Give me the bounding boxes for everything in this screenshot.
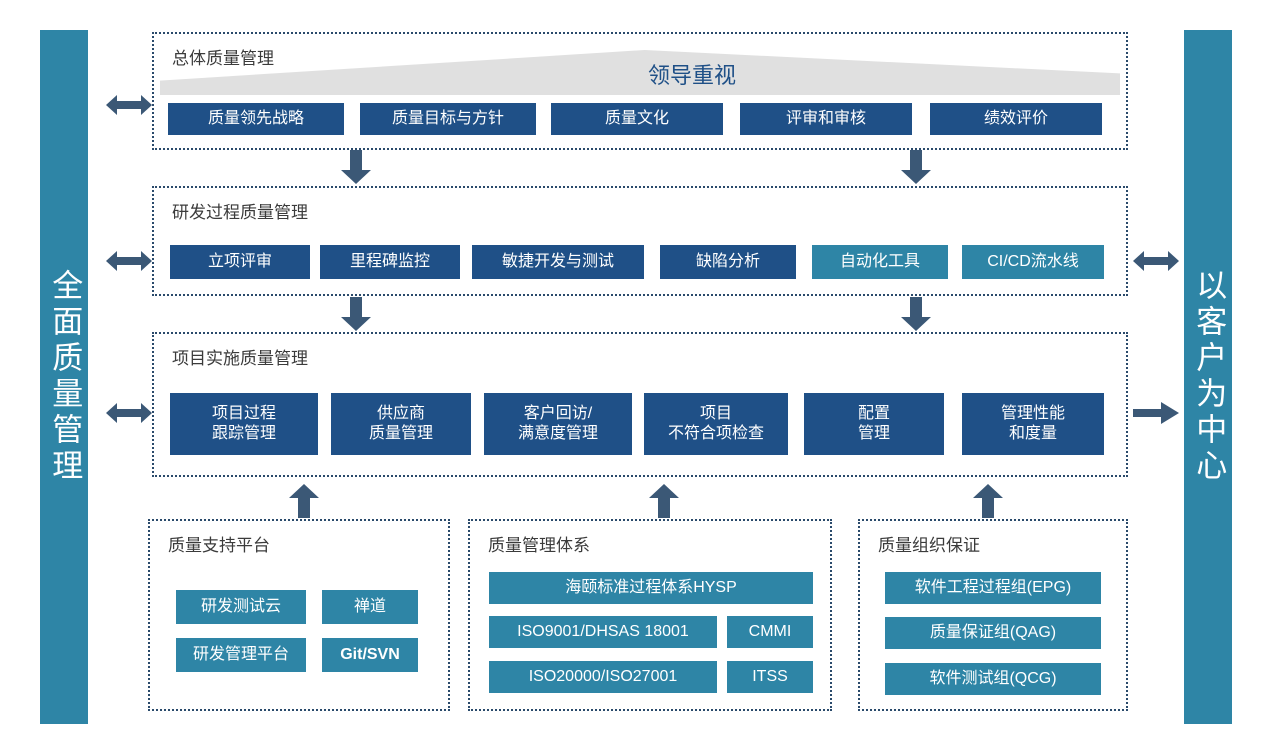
section-title-organization-assurance: 质量组织保证: [878, 536, 980, 555]
chip-automation-tools[interactable]: 自动化工具: [812, 245, 948, 279]
chip-quality-culture[interactable]: 质量文化: [551, 103, 723, 135]
chip-management-performance-metrics[interactable]: 管理性能 和度量: [962, 393, 1104, 455]
chip-iso20000-iso27001[interactable]: ISO20000/ISO27001: [489, 661, 717, 693]
sidebar-right-customer-centric: 以客户为中心: [1184, 30, 1232, 724]
chip-cmmi[interactable]: CMMI: [727, 616, 813, 648]
chip-configuration-management[interactable]: 配置 管理: [804, 393, 944, 455]
chip-zentao[interactable]: 禅道: [322, 590, 418, 624]
chip-hysp-standard-process[interactable]: 海颐标准过程体系HYSP: [489, 572, 813, 604]
arrow-overall-to-rd-left-icon: [340, 150, 372, 184]
chip-git-svn[interactable]: Git/SVN: [322, 638, 418, 672]
chip-supplier-quality-management[interactable]: 供应商 质量管理: [331, 393, 471, 455]
sidebar-left-label: 全面质量管理: [47, 269, 83, 485]
section-rd-process-quality-management: 研发过程质量管理: [152, 186, 1128, 296]
chip-rd-test-cloud[interactable]: 研发测试云: [176, 590, 306, 624]
chip-epg-group[interactable]: 软件工程过程组(EPG): [885, 572, 1101, 604]
chip-agile-dev-and-test[interactable]: 敏捷开发与测试: [472, 245, 644, 279]
arrow-right-project-icon: [1133, 401, 1179, 425]
sidebar-left-total-quality-management: 全面质量管理: [40, 30, 88, 724]
chip-milestone-monitoring[interactable]: 里程碑监控: [320, 245, 460, 279]
arrow-organization-to-project-icon: [972, 484, 1004, 518]
leadership-emphasis-banner: 领导重视: [160, 50, 1120, 95]
arrow-rd-to-project-left-icon: [340, 297, 372, 331]
chip-project-initiation-review[interactable]: 立项评审: [170, 245, 310, 279]
chip-qag-group[interactable]: 质量保证组(QAG): [885, 617, 1101, 649]
chip-customer-revisit-satisfaction[interactable]: 客户回访/ 满意度管理: [484, 393, 632, 455]
arrow-left-rd-icon: [106, 249, 152, 273]
chip-cicd-pipeline[interactable]: CI/CD流水线: [962, 245, 1104, 279]
banner-label: 领导重视: [647, 63, 736, 88]
arrow-overall-to-rd-right-icon: [900, 150, 932, 184]
chip-quality-leading-strategy[interactable]: 质量领先战略: [168, 103, 344, 135]
chip-defect-analysis[interactable]: 缺陷分析: [660, 245, 796, 279]
arrow-support-to-project-icon: [288, 484, 320, 518]
arrow-system-to-project-icon: [648, 484, 680, 518]
section-title-support-platform: 质量支持平台: [168, 536, 270, 555]
chip-iso9001-dhsas18001[interactable]: ISO9001/DHSAS 18001: [489, 616, 717, 648]
chip-qcg-group[interactable]: 软件测试组(QCG): [885, 663, 1101, 695]
section-title-rd-process: 研发过程质量管理: [172, 203, 308, 222]
section-title-project-implementation: 项目实施质量管理: [172, 349, 308, 368]
arrow-right-rd-icon: [1133, 249, 1179, 273]
chip-project-process-tracking[interactable]: 项目过程 跟踪管理: [170, 393, 318, 455]
section-title-management-system: 质量管理体系: [488, 536, 590, 555]
arrow-left-project-icon: [106, 401, 152, 425]
chip-review-and-audit[interactable]: 评审和审核: [740, 103, 912, 135]
sidebar-right-label: 以客户为中心: [1191, 269, 1227, 485]
chip-rd-management-platform[interactable]: 研发管理平台: [176, 638, 306, 672]
arrow-left-overall-icon: [106, 93, 152, 117]
chip-quality-goals-policy[interactable]: 质量目标与方针: [360, 103, 536, 135]
section-title-overall: 总体质量管理: [172, 49, 274, 68]
chip-itss[interactable]: ITSS: [727, 661, 813, 693]
chip-performance-evaluation[interactable]: 绩效评价: [930, 103, 1102, 135]
chip-project-nonconformity-check[interactable]: 项目 不符合项检查: [644, 393, 788, 455]
arrow-rd-to-project-right-icon: [900, 297, 932, 331]
